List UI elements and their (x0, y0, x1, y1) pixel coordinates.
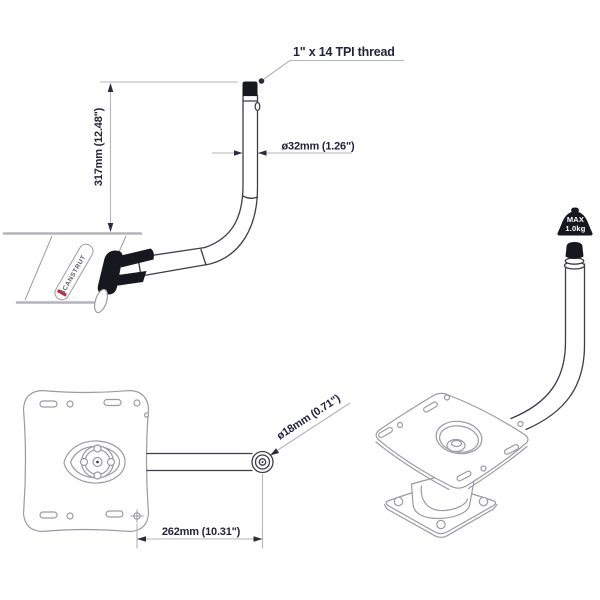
pole-detail-hole (254, 101, 261, 112)
clamp-spine (97, 250, 123, 295)
brand-accent-bar (57, 289, 67, 297)
plate-slot (105, 510, 124, 518)
arrow-down (107, 223, 114, 232)
datum-marker (130, 509, 144, 523)
clamp-upper-prong (119, 248, 154, 268)
weight-icon (557, 207, 593, 236)
thread-leader-line (263, 60, 291, 80)
isometric-view (375, 242, 586, 538)
mounting-surface-left-slant (24, 235, 53, 301)
max-load-value: 1.0kg (565, 224, 585, 233)
thread-leader-dot (258, 78, 265, 84)
base-plate-thickness (383, 503, 498, 538)
plate-hole-iso (480, 465, 487, 472)
base-screw (393, 496, 404, 507)
pole-outline (137, 94, 259, 277)
thread-annotation: 1" x 14 TPI thread (258, 45, 404, 84)
pole-socket-highlight (450, 439, 463, 448)
plate-slot (103, 398, 122, 407)
clamp-lower-prong (111, 271, 147, 287)
plate-hole-iso (396, 421, 404, 429)
swivel-inner (69, 445, 121, 479)
plate-slot (39, 400, 58, 408)
pole-diameter-dimension: ø32mm (1.26") (212, 141, 355, 156)
max-load-icon: MAX 1.0kg (557, 207, 593, 236)
brand-pill (54, 243, 94, 301)
swivel-mechanism (63, 440, 126, 484)
thread-cap-iso (565, 242, 584, 259)
plate-slot-iso (456, 470, 472, 482)
plate-hole (66, 400, 74, 408)
pole-iso-body (511, 264, 585, 430)
arrow-right (234, 150, 243, 156)
hub-screw (93, 471, 102, 480)
brand-logo: SCANSTRUT (54, 243, 94, 301)
pole-clamp (97, 248, 154, 295)
antenna-plate-thickness (375, 441, 528, 491)
tube-dia-leader (270, 402, 351, 455)
top-view (22, 389, 274, 533)
plate-slot (39, 511, 58, 519)
pole-joint-line (242, 195, 259, 199)
hub-screw (93, 444, 102, 453)
arrow-up (107, 83, 114, 92)
pedestal-contour (420, 485, 469, 512)
pole-diameter-label: ø32mm (1.26") (282, 141, 355, 153)
base-screw (436, 519, 446, 530)
tube-diameter-label: ø18mm (0.71") (275, 392, 343, 442)
plate-hole (133, 399, 141, 407)
clamp-knob (93, 288, 109, 314)
thread-cap (242, 81, 258, 96)
pole-iso-outer-edge (525, 263, 586, 431)
hub-center-dot (96, 460, 99, 464)
length-dimension: 262mm (10.31") (136, 474, 264, 549)
tube-diameter-annotation: ø18mm (0.71") (270, 392, 351, 456)
plate-hole-iso (517, 420, 524, 428)
plate-hole-small (143, 412, 150, 418)
pole-joint-line-2 (200, 248, 207, 266)
plate-hole (66, 512, 74, 520)
plate-slot-iso (503, 444, 520, 455)
arrow-right (253, 536, 263, 542)
hub-screw (79, 457, 89, 467)
max-load-label: MAX (567, 215, 584, 224)
plate-slot-iso (423, 401, 438, 413)
arrow-left (137, 536, 146, 542)
pole-iso-inner-edge (510, 263, 567, 420)
arrow-to-pole-end (270, 448, 280, 456)
length-dimension-label: 262mm (10.31") (162, 526, 241, 538)
plate-slot-iso (378, 426, 393, 439)
plate-hole-iso (443, 394, 451, 401)
pole-socket (446, 438, 466, 453)
side-view: SCANSTRUT (2, 81, 261, 314)
hub-screw (106, 457, 116, 467)
pole-end-dot (261, 461, 264, 463)
height-dimension-label: 317mm (12.48") (93, 107, 105, 186)
height-dimension: 317mm (12.48") (93, 81, 238, 232)
base-screw (478, 496, 489, 507)
arrow-left (258, 150, 267, 156)
thread-label: 1" x 14 TPI thread (293, 45, 395, 59)
